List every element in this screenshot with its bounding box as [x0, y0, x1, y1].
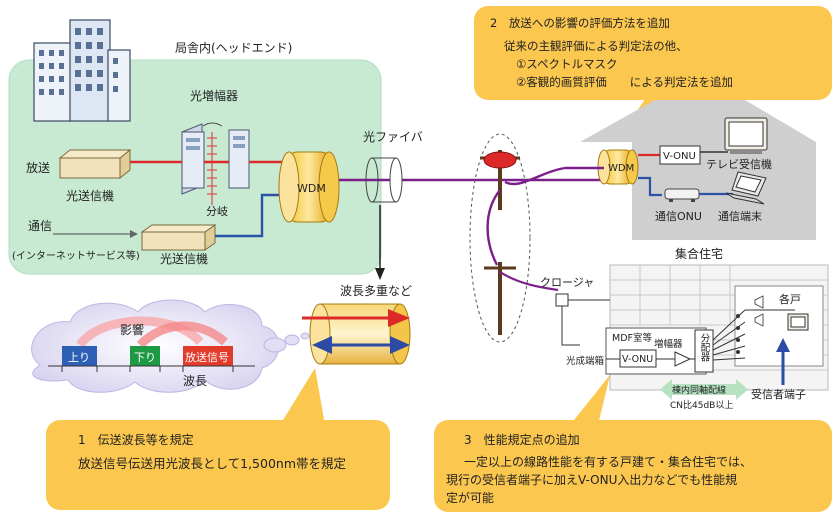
transmitter-2-label: 光送信機	[160, 251, 208, 266]
cn-label: CN比45dB以上	[670, 399, 733, 411]
comm-terminal-label: 通信端末	[718, 209, 762, 223]
optical-amplifier-icon	[181, 123, 250, 195]
wdm-pointer-arrow	[375, 268, 385, 280]
callout-3-line1: 一定以上の線路性能を有する戸建て・集合住宅では、	[464, 454, 752, 469]
band-down-label: 下り	[134, 351, 156, 364]
building-icon	[33, 19, 131, 122]
band-broadcast-label: 放送信号	[185, 350, 229, 364]
callout-3	[434, 420, 832, 512]
fiber-tube-icon	[365, 157, 403, 203]
callout-1	[46, 420, 390, 510]
band-broadcast	[183, 346, 233, 366]
wavelength-label: 波長	[183, 374, 207, 388]
callout-2-line3: ②客観的画質評価 による判定法を追加	[516, 75, 733, 89]
tv-label: テレビ受信機	[706, 157, 772, 171]
callout-3-line2: 現行の受信者端子に加えV-ONU入出力などでも性能規	[446, 472, 737, 487]
utility-pole-bottom-icon	[484, 262, 516, 335]
influence-arrow-1	[76, 316, 204, 348]
transmitter-2-icon	[140, 224, 217, 251]
utility-pole-top-icon	[480, 150, 520, 210]
comm-label: 通信	[28, 219, 52, 233]
band-up	[62, 346, 97, 366]
receiver-label: 受信者端子	[751, 388, 806, 401]
wavelength-axis	[48, 365, 255, 372]
laptop-icon	[725, 171, 767, 205]
callout-2-title: 2 放送への影響の評価方法を追加	[490, 16, 670, 30]
influence-label: 影響	[120, 322, 144, 337]
coax-label: 棟内同軸配線	[672, 384, 726, 396]
wdm-multiplex-label: 波長多重など	[340, 284, 412, 298]
house-blue-line	[638, 176, 662, 197]
outlet-dots	[736, 314, 740, 354]
influence-arrow-2	[136, 321, 228, 349]
receiver-arrow-head	[776, 338, 790, 352]
branch-bracket	[202, 122, 223, 127]
termination-label: 光成端箱	[566, 355, 604, 367]
callout-3-line3: 定が可能	[446, 490, 494, 505]
closure-to-termination	[561, 306, 580, 346]
house-roof	[580, 100, 816, 142]
callout-1-pointer	[280, 368, 325, 425]
branch-label: 分岐	[206, 205, 228, 218]
callout-2-line2: ①スペクトルマスク	[516, 57, 618, 71]
tv-icon	[724, 117, 768, 154]
amp-unit-label: 増幅器	[654, 338, 683, 350]
headend-title: 局舎内(ヘッドエンド)	[175, 41, 292, 55]
apartment-fiber	[499, 271, 559, 292]
closure-label: クロージャ	[540, 276, 594, 289]
drop-fiber-2	[486, 189, 501, 266]
splitter-box	[694, 329, 714, 373]
dashed-closure-ellipse	[469, 133, 531, 343]
fiber-label: 光ファイバ	[363, 130, 423, 144]
closure-box	[555, 293, 569, 307]
broadcast-label: 放送	[26, 160, 50, 175]
coax-double-arrow	[660, 379, 748, 400]
callout-2-line1: 従来の主観評価による判定法の他、	[504, 39, 688, 53]
house-wdm-label: WDM	[608, 163, 634, 174]
callout-1-body: 放送信号伝送用光波長として1,500nm帯を規定	[78, 456, 346, 471]
bidirectional-blue-arrow	[312, 336, 410, 354]
drop-fiber-1	[504, 166, 566, 186]
forward-red-arrow	[302, 309, 410, 327]
each-home-label: 各戸	[779, 292, 801, 306]
house-vonu-box	[659, 145, 701, 165]
comm-input-arrow	[130, 230, 138, 238]
callout-3-title: 3 性能規定点の追加	[464, 432, 580, 447]
amp-label: 光増幅器	[190, 88, 238, 103]
band-down	[130, 346, 160, 366]
mdf-label: MDF室等	[612, 332, 652, 344]
house-vonu-label: V-ONU	[663, 151, 696, 162]
apartment-tv-icon	[787, 313, 809, 331]
transmitter-1-label: 光送信機	[66, 188, 114, 203]
band-up-label: 上り	[68, 351, 90, 364]
headend-wdm-label: WDM	[297, 182, 326, 195]
comm-onu-label: 通信ONU	[655, 210, 702, 223]
apartment-vonu-label: V-ONU	[622, 354, 653, 365]
comm-signal-line	[215, 193, 290, 238]
speaker-icon	[754, 295, 764, 327]
headend-wdm-icon	[278, 151, 340, 223]
internet-label: (インターネットサービス等)	[12, 249, 140, 262]
splitter-label: 分配器	[699, 333, 711, 362]
callout-1-title: 1 伝送波長等を規定	[78, 432, 194, 447]
callout-3-pointer	[570, 375, 610, 425]
apartment-title: 集合住宅	[675, 246, 723, 261]
transmitter-1-icon	[58, 148, 132, 180]
callout-2	[474, 6, 832, 100]
